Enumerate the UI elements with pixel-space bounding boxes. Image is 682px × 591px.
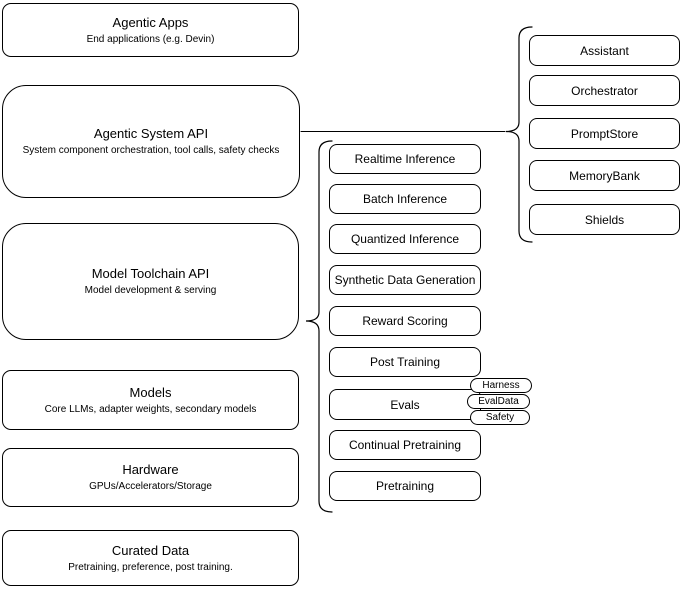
tag-safety: Safety	[470, 410, 530, 425]
node-model-toolchain-api: Model Toolchain API Model development & …	[2, 223, 299, 340]
node-title: Agentic System API	[93, 126, 209, 141]
node-continual-pretraining: Continual Pretraining	[329, 430, 481, 460]
node-curated-data: Curated Data Pretraining, preference, po…	[2, 530, 299, 586]
node-label: Continual Pretraining	[348, 438, 462, 452]
node-title: Agentic Apps	[112, 14, 189, 30]
node-quantized-inference: Quantized Inference	[329, 224, 481, 254]
node-subtitle: End applications (e.g. Devin)	[86, 33, 215, 45]
node-label: Quantized Inference	[350, 232, 460, 246]
node-subtitle: System component orchestration, tool cal…	[22, 145, 280, 156]
node-evals: Evals	[329, 389, 481, 420]
node-title: Models	[129, 384, 172, 400]
node-label: Pretraining	[375, 479, 435, 493]
node-memorybank: MemoryBank	[529, 160, 680, 191]
node-label: Batch Inference	[362, 192, 448, 206]
node-agentic-system-api: Agentic System API System component orch…	[2, 85, 300, 198]
node-hardware: Hardware GPUs/Accelerators/Storage	[2, 448, 299, 507]
node-subtitle: Pretraining, preference, post training.	[68, 561, 233, 573]
node-batch-inference: Batch Inference	[329, 184, 481, 214]
node-pretraining: Pretraining	[329, 471, 481, 501]
tag-label: Harness	[482, 379, 520, 391]
node-models: Models Core LLMs, adapter weights, secon…	[2, 370, 299, 430]
node-label: Synthetic Data Generation	[334, 273, 476, 287]
node-label: Evals	[390, 397, 420, 412]
node-label: Assistant	[580, 43, 629, 58]
tag-label: EvalData	[478, 395, 519, 407]
tag-label: Safety	[485, 411, 515, 423]
node-promptstore: PromptStore	[529, 118, 680, 149]
node-orchestrator: Orchestrator	[529, 75, 680, 106]
node-title: Model Toolchain API	[91, 266, 210, 281]
node-title: Hardware	[122, 462, 179, 477]
node-label: Shields	[584, 212, 625, 227]
node-label: Realtime Inference	[354, 152, 456, 166]
node-label: Post Training	[369, 355, 441, 369]
tag-evaldata: EvalData	[467, 394, 530, 409]
node-assistant: Assistant	[529, 35, 680, 66]
node-post-training: Post Training	[329, 347, 481, 377]
node-label: Reward Scoring	[362, 314, 448, 328]
node-synthetic-data-generation: Synthetic Data Generation	[329, 265, 481, 295]
node-subtitle: Model development & serving	[84, 285, 217, 296]
node-label: PromptStore	[570, 126, 639, 141]
node-reward-scoring: Reward Scoring	[329, 306, 481, 336]
node-subtitle: Core LLMs, adapter weights, secondary mo…	[44, 403, 257, 415]
node-label: Orchestrator	[571, 83, 638, 98]
node-subtitle: GPUs/Accelerators/Storage	[89, 481, 212, 492]
node-title: Curated Data	[111, 542, 190, 558]
node-shields: Shields	[529, 204, 680, 235]
node-label: MemoryBank	[569, 168, 640, 183]
node-agentic-apps: Agentic Apps End applications (e.g. Devi…	[2, 3, 299, 57]
node-realtime-inference: Realtime Inference	[329, 144, 481, 174]
tag-harness: Harness	[470, 378, 532, 393]
